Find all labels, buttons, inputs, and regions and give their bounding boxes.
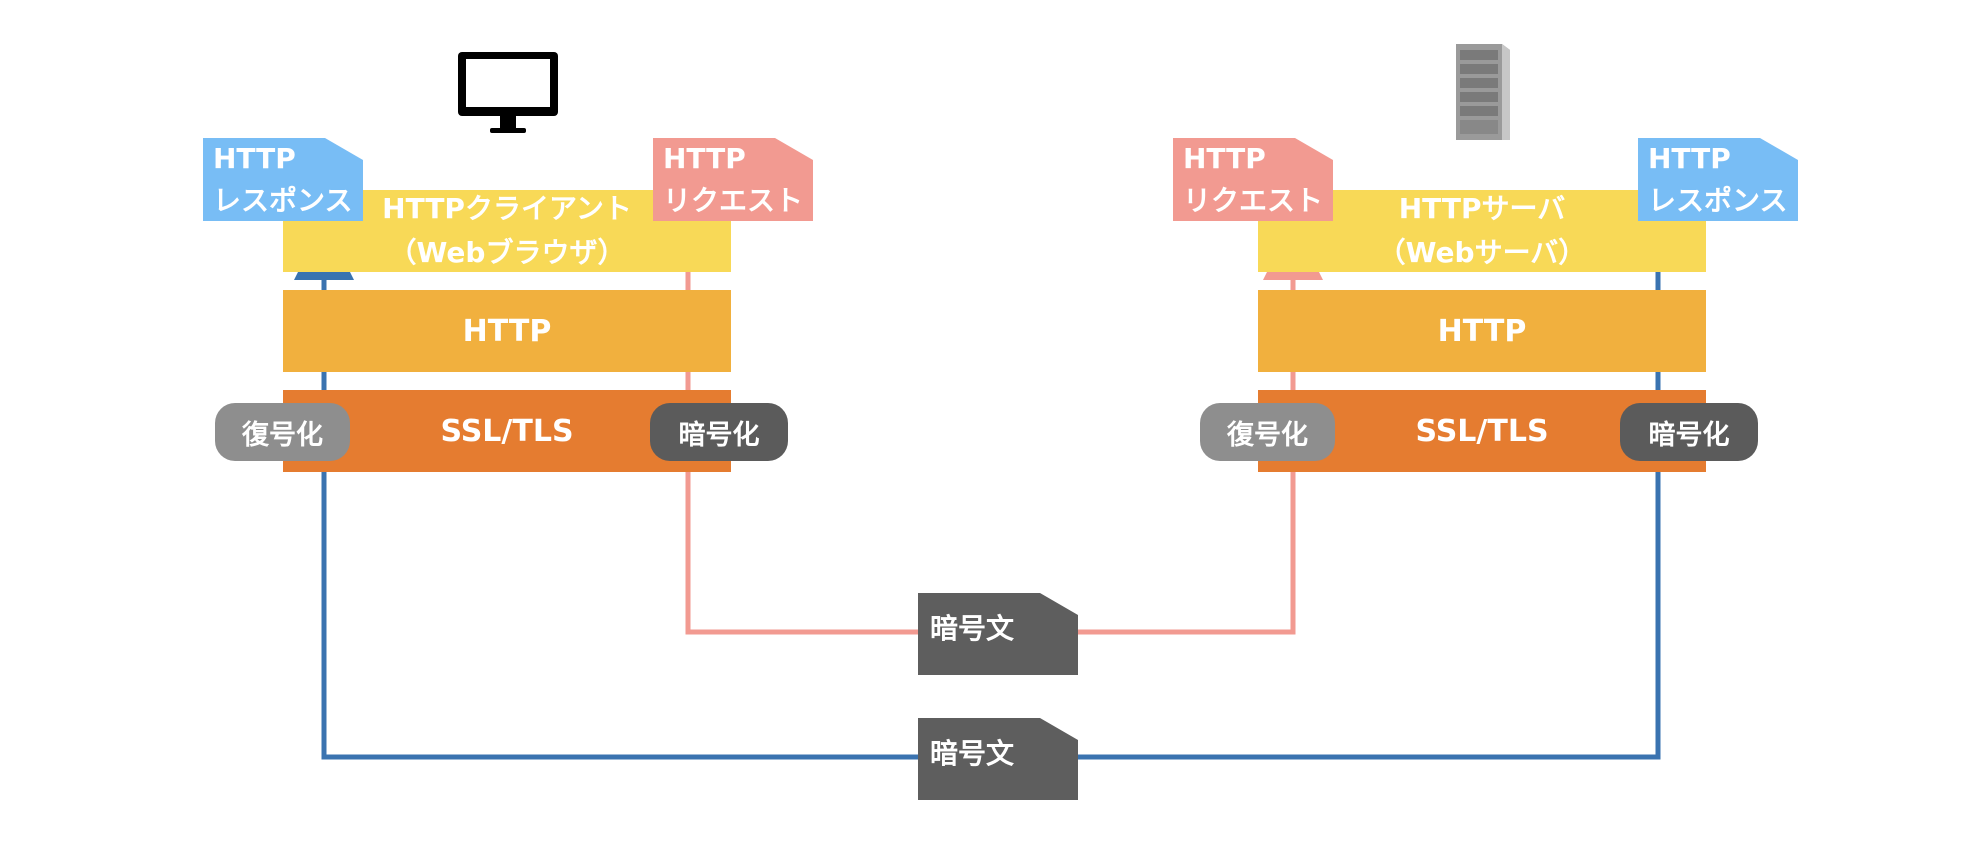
server-tower-icon xyxy=(1456,44,1510,140)
server-response-doc-line1: HTTP xyxy=(1648,142,1731,175)
client-request-doc-line2: リクエスト xyxy=(663,184,804,217)
server-decrypt-label: 復号化 xyxy=(1227,419,1308,451)
monitor-icon xyxy=(458,52,558,133)
server-request-doc-line2: リクエスト xyxy=(1183,184,1324,217)
server-decrypt-badge: 復号化 xyxy=(1200,403,1335,461)
response-ciphertext-label: 暗号文 xyxy=(930,737,1015,770)
client-app-layer-subtitle: （Webブラウザ） xyxy=(388,236,626,269)
server-request-doc-line1: HTTP xyxy=(1183,142,1266,175)
client-http-layer: HTTP xyxy=(283,290,731,372)
server-encrypt-badge: 暗号化 xyxy=(1620,403,1758,461)
response-ciphertext-doc: 暗号文 xyxy=(918,718,1078,800)
client-decrypt-label: 復号化 xyxy=(242,419,323,451)
client-request-doc: HTTP リクエスト xyxy=(653,138,813,221)
server-request-doc: HTTP リクエスト xyxy=(1173,138,1333,221)
client-encrypt-badge: 暗号化 xyxy=(650,403,788,461)
server-http-layer: HTTP xyxy=(1258,290,1706,372)
request-ciphertext-label: 暗号文 xyxy=(930,612,1015,645)
server-encrypt-label: 暗号化 xyxy=(1648,419,1730,451)
request-ciphertext-doc: 暗号文 xyxy=(918,593,1078,675)
client-request-doc-line1: HTTP xyxy=(663,142,746,175)
client-response-doc-line1: HTTP xyxy=(213,142,296,175)
client-app-layer-title: HTTPクライアント xyxy=(382,192,632,225)
server-http-layer-label: HTTP xyxy=(1437,313,1527,349)
server-app-layer-title: HTTPサーバ xyxy=(1398,192,1566,225)
client-response-doc-line2: レスポンス xyxy=(213,184,353,217)
server-response-doc: HTTP レスポンス xyxy=(1638,138,1798,221)
server-app-layer-subtitle: （Webサーバ） xyxy=(1377,236,1587,269)
server-ssl-layer-label: SSL/TLS xyxy=(1415,413,1549,449)
client-decrypt-badge: 復号化 xyxy=(215,403,350,461)
client-ssl-layer-label: SSL/TLS xyxy=(440,413,574,449)
client-encrypt-label: 暗号化 xyxy=(678,419,760,451)
client-http-layer-label: HTTP xyxy=(462,313,552,349)
client-response-doc: HTTP レスポンス xyxy=(203,138,363,221)
server-response-doc-line2: レスポンス xyxy=(1648,184,1788,217)
